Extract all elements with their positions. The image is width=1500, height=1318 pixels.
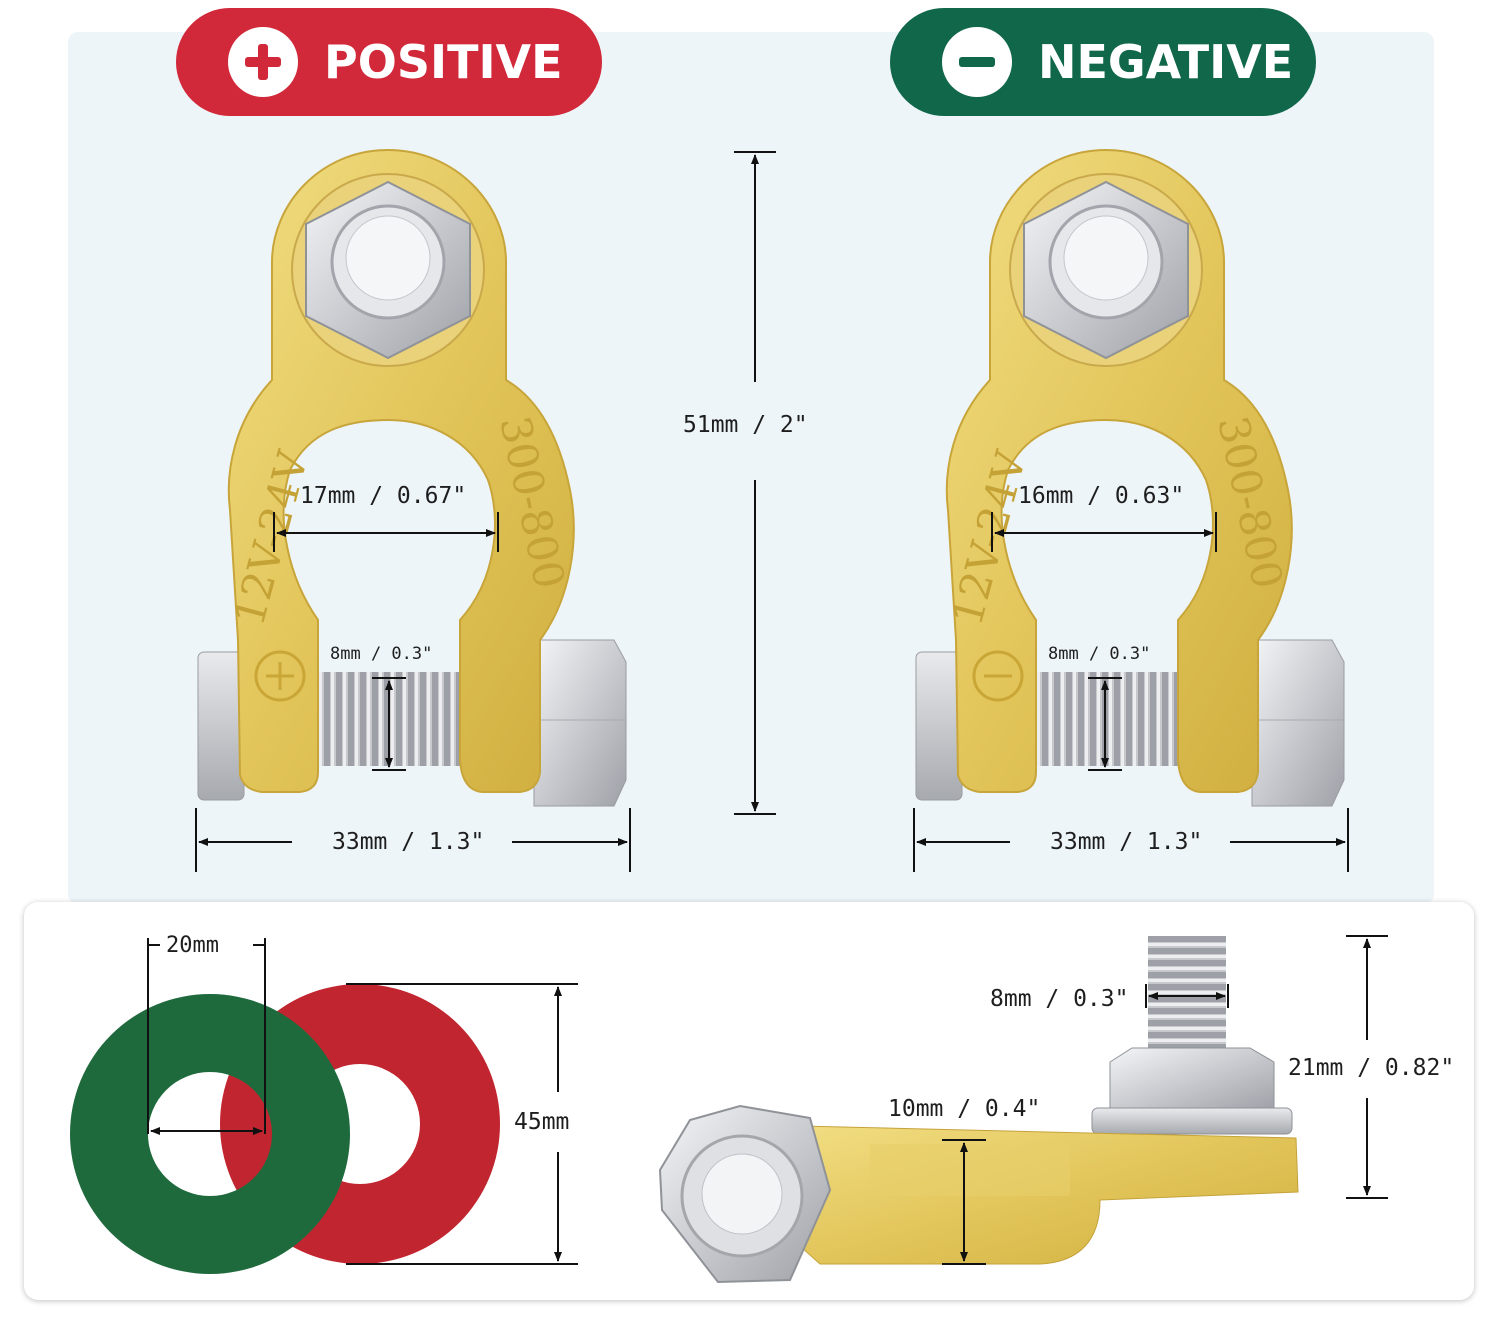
stud-height-measurement: 21mm / 0.82" — [1288, 1055, 1455, 1081]
negative-opening-measurement: 16mm / 0.63" — [1018, 483, 1185, 509]
negative-label: NEGATIVE — [890, 8, 1316, 116]
plus-icon — [228, 27, 298, 97]
negative-width-measurement: 33mm / 1.3" — [1050, 829, 1203, 855]
felt-washers — [70, 984, 500, 1274]
green-washer — [70, 994, 350, 1274]
negative-bolt-measurement: 8mm / 0.3" — [1048, 644, 1151, 664]
positive-text: POSITIVE — [324, 35, 563, 89]
height-measurement: 51mm / 2" — [683, 412, 808, 438]
stud-diameter-measurement: 8mm / 0.3" — [990, 986, 1129, 1012]
negative-terminal: 12V-24V 300-800 — [915, 148, 1345, 807]
clamp-thickness-measurement: 10mm / 0.4" — [888, 1096, 1041, 1122]
positive-terminal: 12V-24V 300-800 — [197, 148, 627, 807]
dimension-lines — [147, 151, 1388, 1265]
positive-opening-measurement: 17mm / 0.67" — [300, 483, 467, 509]
positive-width-measurement: 33mm / 1.3" — [332, 829, 485, 855]
minus-icon — [942, 27, 1012, 97]
positive-bolt-measurement: 8mm / 0.3" — [330, 644, 433, 664]
washer-inner-measurement: 20mm — [166, 933, 219, 958]
negative-text: NEGATIVE — [1038, 35, 1294, 89]
washer-outer-measurement: 45mm — [514, 1109, 570, 1135]
positive-label: POSITIVE — [176, 8, 602, 116]
